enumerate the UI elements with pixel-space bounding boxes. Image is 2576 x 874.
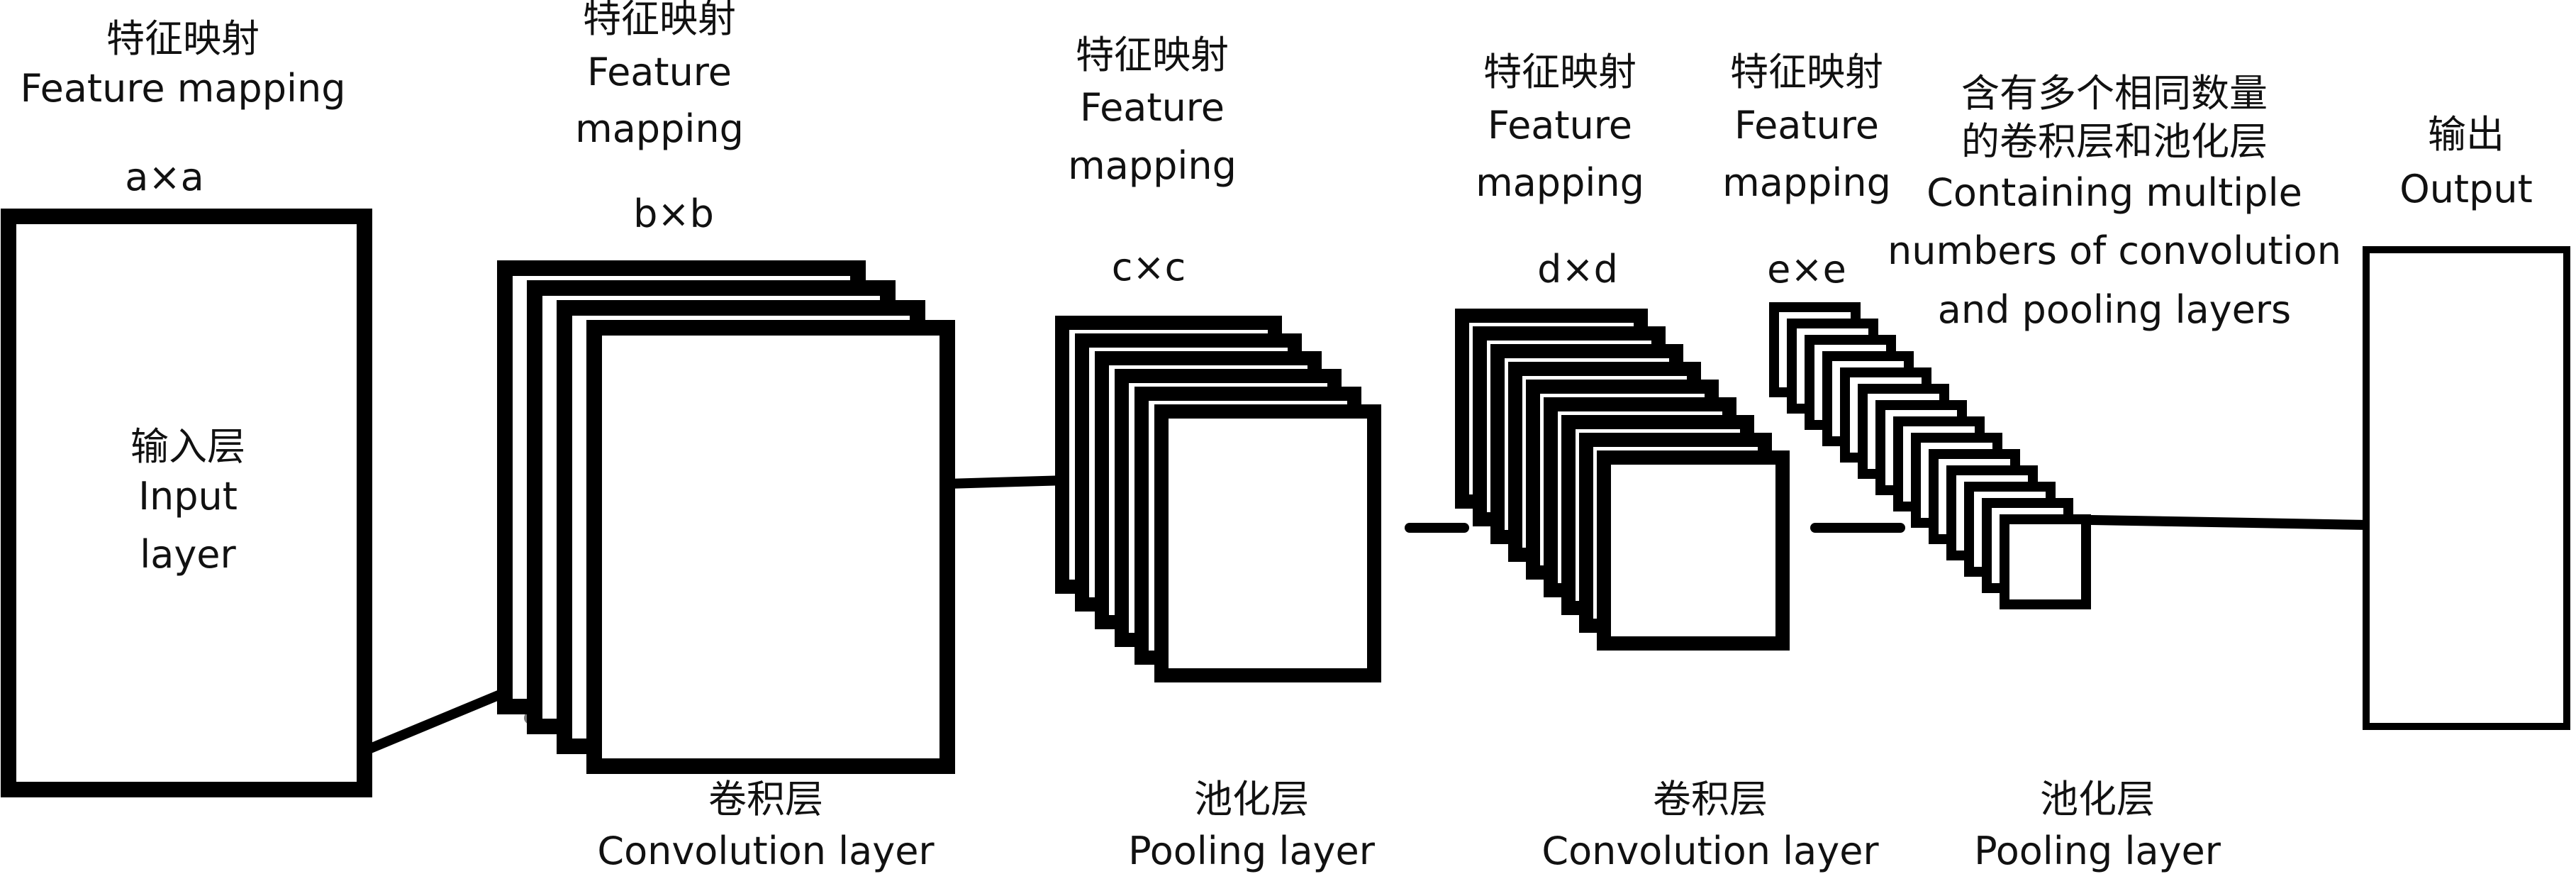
conv2-feature-map-9 — [1597, 450, 1790, 651]
pool1-top-zh: 特征映射 — [1076, 33, 1229, 77]
pool2-top-en-1: Feature — [1734, 103, 1879, 148]
connector-conv1-to-pool1 — [942, 475, 1072, 489]
conv2-size-label: d×d — [1537, 247, 1618, 292]
conv1-bottom-en: Convolution layer — [597, 829, 935, 873]
conv1-size-label: b×b — [633, 192, 714, 236]
conv2-top-en-2: mapping — [1476, 160, 1644, 205]
input-layer-box — [1, 209, 372, 797]
input-size-label: a×a — [125, 155, 203, 199]
conv1-top-zh: 特征映射 — [583, 0, 736, 41]
conv1-bottom-zh: 卷积层 — [708, 777, 823, 822]
input-top-zh: 特征映射 — [106, 16, 260, 61]
pool2-top-en-2: mapping — [1722, 160, 1891, 205]
pool1-stack — [1055, 316, 1381, 682]
pool2-bottom-en: Pooling layer — [1974, 829, 2221, 873]
conv1-stack — [497, 260, 955, 774]
multi-desc-zh-1: 含有多个相同数量 — [1961, 71, 2268, 116]
pool2-top-zh: 特征映射 — [1730, 50, 1883, 94]
pool1-top-en-1: Feature — [1080, 85, 1225, 130]
conv2-bottom-en: Convolution layer — [1541, 829, 1879, 873]
input-label-zh: 输入层 — [130, 424, 245, 469]
output-label-zh: 输出 — [2428, 112, 2504, 157]
pool2-feature-map-14 — [2000, 514, 2091, 609]
conv1-feature-map-4 — [586, 320, 955, 774]
connector-pool2-to-output — [2087, 515, 2373, 530]
pool1-top-en-2: mapping — [1068, 143, 1237, 188]
output-box — [2363, 246, 2570, 730]
pool1-bottom-zh: 池化层 — [1194, 777, 1309, 822]
conv1-top-en-1: Feature — [587, 50, 732, 94]
pool1-feature-map-6 — [1154, 404, 1381, 682]
pool2-size-label: e×e — [1767, 247, 1846, 292]
conv2-top-zh: 特征映射 — [1483, 50, 1637, 94]
pool1-bottom-en: Pooling layer — [1128, 829, 1376, 873]
conv2-bottom-zh: 卷积层 — [1653, 777, 1768, 822]
output-label-en: Output — [2399, 167, 2533, 211]
pool1-size-label: c×c — [1112, 245, 1186, 289]
multi-desc-en-3: and pooling layers — [1938, 287, 2291, 332]
input-top-en: Feature mapping — [21, 66, 346, 111]
conv2-top-en-1: Feature — [1488, 103, 1632, 148]
multi-desc-en-1: Containing multiple — [1927, 170, 2302, 215]
multi-desc-en-2: numbers of convolution — [1888, 228, 2341, 273]
input-label-en-1: Input — [138, 474, 238, 519]
pool2-bottom-zh: 池化层 — [2040, 777, 2155, 822]
conv2-stack — [1455, 309, 1790, 651]
input-label-en-2: layer — [140, 532, 236, 577]
pool2-stack — [1769, 302, 2091, 609]
multi-desc-zh-2: 的卷积层和池化层 — [1961, 119, 2268, 164]
conv1-top-en-2: mapping — [575, 106, 744, 151]
